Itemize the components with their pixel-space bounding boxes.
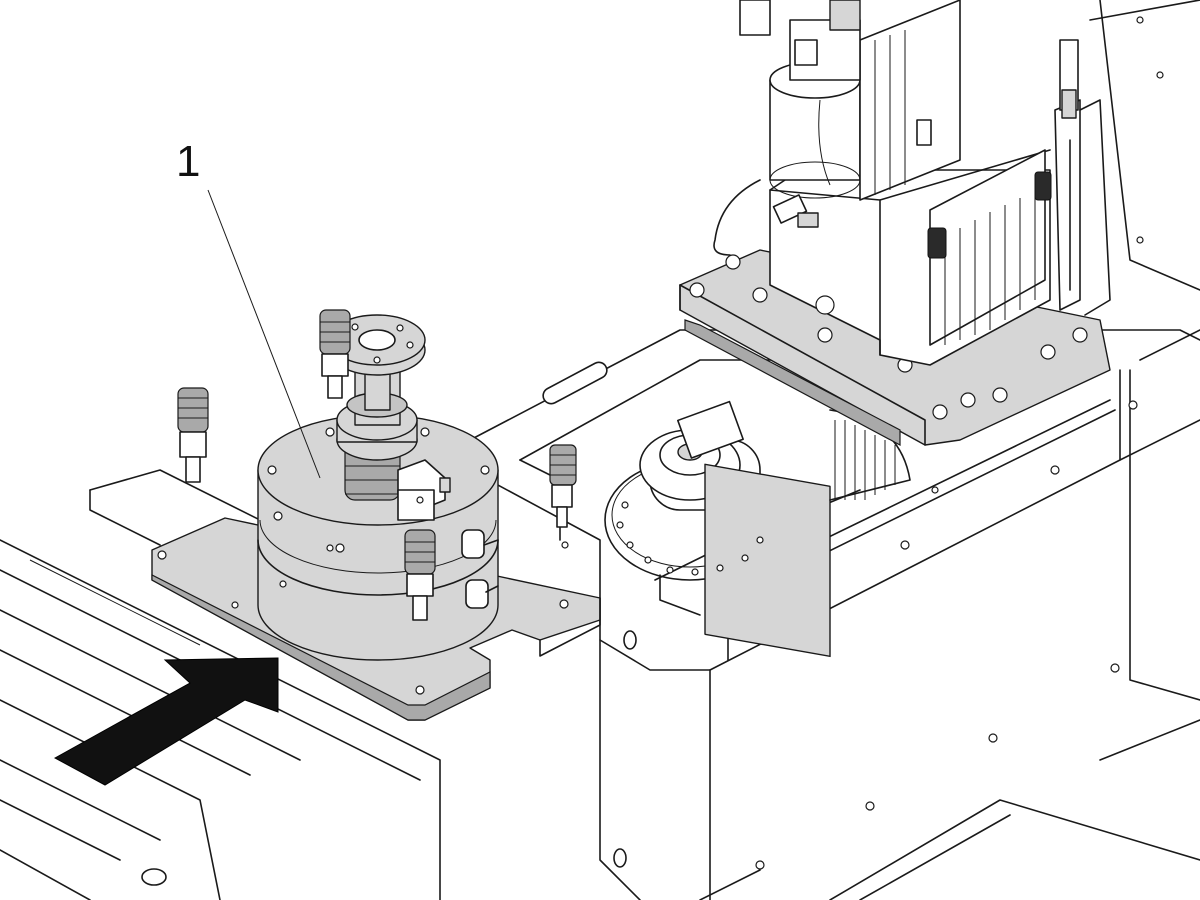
machine-housing	[469, 329, 1200, 900]
fixture-assembly	[151, 309, 601, 721]
index-ring	[616, 501, 764, 576]
machine-rails	[0, 469, 1200, 900]
machine-wall	[1089, 0, 1200, 291]
spindle-assembly	[679, 0, 1111, 447]
rotary-drive	[549, 400, 911, 658]
callout-number: 1	[176, 137, 201, 186]
callout-leader	[207, 189, 321, 479]
guide-pins	[177, 309, 436, 621]
insert-direction-arrow	[53, 657, 279, 786]
